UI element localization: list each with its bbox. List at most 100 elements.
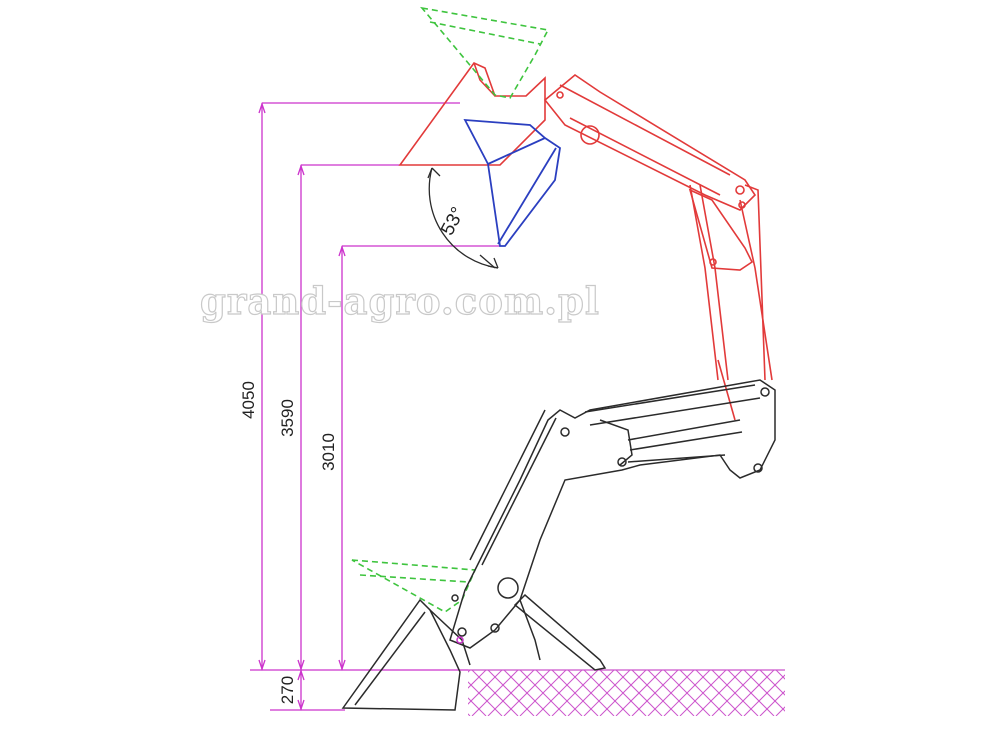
dimension-lines bbox=[258, 101, 500, 712]
tilted-bucket-top-rim bbox=[429, 21, 541, 45]
dim-arrow bbox=[297, 699, 305, 712]
hatch-line bbox=[519, 670, 567, 716]
hatch-line bbox=[775, 706, 785, 716]
lowered-boom-bracket bbox=[599, 419, 633, 466]
lowered-boom-cylinder bbox=[627, 419, 741, 441]
raised-pivot bbox=[738, 201, 746, 209]
hatch-line bbox=[792, 670, 838, 716]
raised-pivot bbox=[709, 258, 717, 266]
dim-arrow bbox=[338, 244, 346, 257]
raised-cylinder-left bbox=[689, 184, 719, 381]
hatch-line bbox=[567, 670, 615, 716]
tilted-bucket-top bbox=[419, 6, 550, 99]
dim-arrow bbox=[297, 668, 305, 681]
dumped-bucket-inner bbox=[497, 147, 557, 245]
dimension-3010: 3010 bbox=[319, 433, 338, 471]
dump-angle-arc bbox=[427, 167, 499, 269]
hatch-line bbox=[615, 670, 663, 716]
lowered-boom-top-line-2 bbox=[589, 397, 761, 426]
lowered-pin-marked bbox=[456, 636, 464, 644]
raised-boom-lower-line bbox=[569, 117, 721, 196]
hatch-line bbox=[840, 670, 886, 716]
angle-arrow-start bbox=[427, 167, 441, 179]
raised-pivot bbox=[556, 91, 564, 99]
hatch-line bbox=[695, 670, 743, 716]
hatch-line bbox=[679, 670, 727, 716]
dump-angle-label: 53° bbox=[437, 204, 469, 239]
lowered-boom-arm bbox=[449, 379, 776, 649]
dimension-270: 270 bbox=[278, 676, 297, 704]
lowered-pivot bbox=[753, 463, 763, 473]
lowered-boom-inner-line bbox=[481, 417, 557, 566]
hatch-line bbox=[468, 697, 487, 716]
lowered-bucket-inner bbox=[354, 611, 426, 706]
dumped-bucket-floor bbox=[487, 137, 546, 165]
lowered-boom-cylinder-3 bbox=[627, 454, 726, 463]
dimension-4050: 4050 bbox=[239, 381, 258, 419]
dim-arrow bbox=[297, 163, 305, 176]
raised-pivot bbox=[735, 185, 745, 195]
hatch-line bbox=[471, 670, 519, 716]
hatch-line bbox=[551, 670, 599, 716]
hatch-lines bbox=[468, 670, 886, 716]
raised-boom bbox=[398, 62, 773, 421]
lowered-pivot bbox=[490, 623, 500, 633]
tilted-bucket-bottom bbox=[351, 559, 477, 613]
hatch-line bbox=[808, 670, 854, 716]
hatch-line bbox=[468, 670, 503, 705]
ground-hatch bbox=[250, 669, 886, 716]
lowered-pin bbox=[451, 594, 459, 602]
watermark: grand-agro.com.pl bbox=[200, 279, 600, 323]
hatch-line bbox=[727, 670, 775, 716]
lowered-boom bbox=[341, 379, 776, 711]
raised-cylinder-right bbox=[739, 199, 773, 381]
support-leg bbox=[513, 593, 607, 671]
hatch-line bbox=[503, 670, 551, 716]
hatch-line bbox=[663, 670, 711, 716]
hatch-line bbox=[840, 670, 886, 716]
hatch-line bbox=[792, 670, 838, 716]
hatch-line bbox=[824, 670, 870, 716]
dim-arrow bbox=[258, 101, 266, 114]
raised-vertical-rod bbox=[744, 184, 766, 381]
lowered-pivot bbox=[457, 627, 467, 637]
angle-arc bbox=[428, 167, 499, 269]
hatch-line bbox=[599, 670, 647, 716]
tilted-bucket-bottom-rim bbox=[359, 574, 469, 583]
raised-boom-upper-line bbox=[559, 84, 731, 176]
lowered-boom-hole bbox=[497, 577, 519, 599]
hatch-line bbox=[631, 670, 679, 716]
raised-bucket-edge bbox=[473, 62, 496, 97]
lowered-boom-upper-line bbox=[469, 409, 546, 561]
hatch-line bbox=[647, 670, 695, 716]
hatch-line bbox=[824, 670, 870, 716]
dimension-3590: 3590 bbox=[278, 399, 297, 437]
raised-bucket bbox=[398, 62, 546, 166]
hatch-line bbox=[583, 670, 631, 716]
raised-boom-arm bbox=[543, 73, 757, 211]
hatch-line bbox=[487, 670, 535, 716]
lowered-boom-cylinder-2 bbox=[629, 431, 743, 451]
hatch-line bbox=[468, 670, 487, 689]
dumped-bucket bbox=[463, 118, 561, 247]
lowered-bucket bbox=[341, 598, 461, 711]
lowered-pivot bbox=[617, 457, 627, 467]
raised-bracket bbox=[688, 188, 754, 271]
angle-leg bbox=[479, 254, 496, 269]
lowered-bucket-back bbox=[429, 609, 471, 666]
hatch-line bbox=[711, 670, 759, 716]
hatch-line bbox=[743, 674, 785, 716]
dim-arrow bbox=[258, 659, 266, 672]
hatch-line bbox=[775, 670, 785, 680]
dim-arrow bbox=[338, 659, 346, 672]
lowered-pivot bbox=[760, 387, 770, 397]
hatch-line bbox=[535, 670, 583, 716]
lowered-boom-top-line bbox=[584, 384, 756, 413]
hatch-line bbox=[759, 690, 785, 716]
support-leg-front bbox=[519, 599, 541, 661]
dumped-bucket-body bbox=[463, 118, 561, 247]
raised-boom-hole bbox=[580, 125, 600, 145]
lowered-pivot bbox=[560, 427, 570, 437]
tilted-bucket-outlines bbox=[351, 6, 550, 613]
